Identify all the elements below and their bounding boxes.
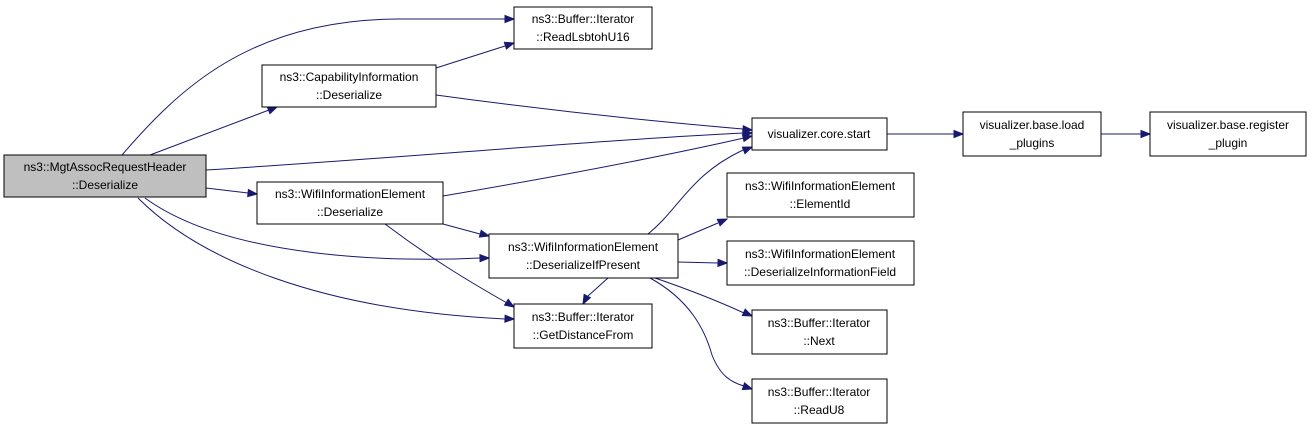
arrowhead-icon — [582, 293, 592, 306]
edge-wifideser-to-getdist — [384, 223, 516, 308]
node-getdist[interactable]: ns3::Buffer::Iterator ::GetDistanceFrom — [513, 303, 653, 349]
edge-line — [205, 187, 249, 194]
node-deserinfofield-line2: ::DeserializeInformationField — [744, 265, 896, 279]
edge-deserifpresent-to-elemid — [677, 218, 729, 241]
node-vload-line2: _plugins — [1009, 136, 1055, 150]
node-next-line2: ::Next — [803, 334, 835, 348]
node-vload[interactable]: visualizer.base.load _plugins — [962, 111, 1102, 157]
arrowhead-icon — [741, 134, 754, 143]
arrowhead-icon — [503, 41, 516, 50]
edge-line — [649, 277, 745, 387]
node-next[interactable]: ns3::Buffer::Iterator ::Next — [751, 309, 888, 355]
node-deserifpresent-line1: ns3::WifiInformationElement — [508, 240, 659, 254]
node-mgt[interactable]: ns3::MgtAssocRequestHeader ::Deserialize — [3, 154, 207, 198]
edge-line — [205, 132, 744, 171]
node-capinfo-line2: ::Deserialize — [316, 88, 382, 102]
arrowhead-icon — [741, 382, 754, 391]
arrowhead-icon — [953, 129, 965, 139]
node-wifideser-line2: ::Deserialize — [317, 205, 383, 219]
edge-line — [149, 109, 270, 156]
node-readlsb-line2: ::ReadLsbtohU16 — [536, 30, 630, 44]
edge-deserifpresent-to-deserinfofield — [677, 258, 729, 268]
arrowhead-icon — [478, 229, 491, 238]
edge-line — [647, 149, 744, 235]
node-vreg[interactable]: visualizer.base.register _plugin — [1149, 111, 1307, 157]
node-readu8[interactable]: ns3::Buffer::Iterator ::ReadU8 — [751, 378, 888, 424]
arrowhead-icon — [741, 146, 754, 155]
edge-deserifpresent-to-readu8 — [649, 277, 754, 391]
edge-line — [137, 197, 506, 320]
edge-deserifpresent-to-vcore — [647, 146, 754, 235]
node-deserifpresent[interactable]: ns3::WifiInformationElement ::Deserializ… — [488, 233, 679, 279]
node-next-line1: ns3::Buffer::Iterator — [768, 316, 871, 330]
arrowhead-icon — [741, 308, 754, 317]
edge-deserifpresent-to-next — [654, 277, 754, 317]
arrowhead-icon — [479, 253, 491, 263]
edge-vload-to-vreg — [1101, 129, 1152, 139]
edge-line — [384, 223, 508, 304]
node-vreg-line2: _plugin — [1208, 136, 1248, 150]
node-readu8-line1: ns3::Buffer::Iterator — [768, 385, 871, 399]
arrowhead-icon — [503, 298, 516, 308]
node-vload-line1: visualizer.base.load — [980, 118, 1085, 132]
edge-wifideser-to-vcore — [442, 134, 754, 197]
arrowhead-icon — [504, 314, 516, 323]
node-vcore-line1: visualizer.core.start — [768, 127, 871, 141]
edge-line — [442, 137, 745, 197]
edge-deserifpresent-to-getdist — [582, 277, 609, 306]
node-readu8-line2: ::ReadU8 — [794, 403, 845, 417]
edge-mgt-to-vcore — [205, 129, 754, 171]
edge-line — [435, 94, 744, 130]
edge-capinfo-to-vcore — [435, 94, 754, 134]
arrowhead-icon — [717, 258, 729, 268]
edge-line — [144, 197, 481, 260]
edge-mgt-to-capinfo — [149, 106, 279, 156]
node-elemid[interactable]: ns3::WifiInformationElement ::ElementId — [726, 172, 915, 218]
edge-line — [677, 261, 719, 264]
arrowhead-icon — [504, 14, 516, 24]
edge-layer — [121, 14, 1152, 391]
node-getdist-line1: ns3::Buffer::Iterator — [532, 310, 635, 324]
edge-line — [587, 277, 609, 297]
node-readlsb[interactable]: ns3::Buffer::Iterator ::ReadLsbtohU16 — [513, 6, 653, 50]
node-deserinfofield[interactable]: ns3::WifiInformationElement ::Deserializ… — [726, 240, 915, 286]
node-getdist-line2: ::GetDistanceFrom — [533, 328, 634, 342]
arrowhead-icon — [266, 106, 279, 115]
edge-mgt-to-wifideser — [205, 187, 259, 198]
arrowhead-icon — [247, 188, 259, 198]
edge-line — [442, 223, 481, 235]
node-mgt-line2: ::Deserialize — [72, 178, 138, 192]
edge-wifideser-to-deserifpresent — [442, 223, 491, 238]
edge-capinfo-to-readlsb — [435, 41, 516, 69]
node-vreg-line1: visualizer.base.register — [1167, 118, 1289, 132]
arrowhead-icon — [716, 218, 729, 227]
edge-mgt-to-getdist — [137, 197, 516, 323]
edge-line — [677, 222, 719, 241]
node-deserinfofield-line1: ns3::WifiInformationElement — [745, 247, 896, 261]
arrowhead-icon — [1140, 129, 1152, 139]
node-deserifpresent-line2: ::DeserializeIfPresent — [526, 258, 641, 272]
node-mgt-line1: ns3::MgtAssocRequestHeader — [24, 160, 187, 174]
edge-mgt-to-deserifpresent — [144, 197, 491, 263]
node-wifideser-line1: ns3::WifiInformationElement — [275, 187, 426, 201]
edge-vcore-to-vload — [887, 129, 965, 139]
arrowhead-icon — [742, 124, 754, 134]
edge-line — [435, 45, 506, 69]
node-vcore[interactable]: visualizer.core.start — [751, 117, 888, 151]
node-readlsb-line1: ns3::Buffer::Iterator — [532, 12, 635, 26]
edge-line — [654, 277, 745, 314]
edge-line — [121, 18, 505, 156]
node-elemid-line2: ::ElementId — [790, 197, 851, 211]
node-capinfo[interactable]: ns3::CapabilityInformation ::Deserialize — [261, 64, 437, 108]
node-wifideser[interactable]: ns3::WifiInformationElement ::Deserializ… — [256, 181, 444, 225]
node-capinfo-line1: ns3::CapabilityInformation — [280, 70, 419, 84]
edge-mgt-to-readlsb — [121, 14, 516, 156]
node-elemid-line1: ns3::WifiInformationElement — [745, 179, 896, 193]
